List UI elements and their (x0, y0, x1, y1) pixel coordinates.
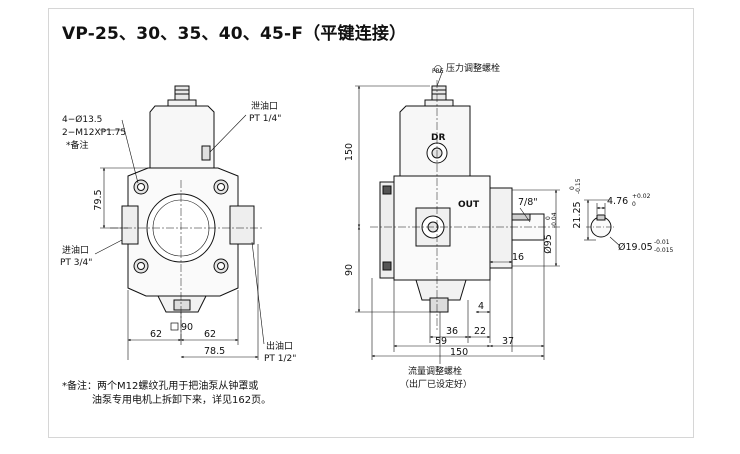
outlet-port-label: 出油口 (266, 340, 293, 352)
inlet-boss (121, 205, 139, 245)
dim-4-76-tol-upper: +0.02 (632, 193, 651, 200)
note-reference: *备注 (66, 139, 89, 151)
note-line-2: 油泵专用电机上拆卸下来，详见162页。 (92, 393, 271, 406)
dim-59: 59 (435, 336, 447, 347)
mounting-holes (133, 179, 229, 274)
key-slot (596, 214, 606, 221)
shaft-key (511, 213, 531, 221)
flow-adjust-screw (429, 297, 449, 313)
pressure-adjust-screw (431, 85, 447, 101)
dim-150-horizontal: 150 (450, 347, 468, 358)
holes-label: 4−Ø13.5 (62, 114, 102, 125)
dim-4: 4 (478, 301, 484, 312)
dim-95: Ø95 (543, 234, 554, 254)
front-view (110, 85, 262, 340)
dim-21-25-tol-upper: 0 (569, 186, 576, 190)
dim-square-90: 90 (181, 322, 193, 333)
dim-4-76: 4.76 (607, 196, 628, 207)
dim-19-05: Ø19.05 (618, 242, 653, 253)
drain-plug (201, 145, 211, 161)
dim-19-05-tol-lower: -0.015 (654, 247, 674, 254)
dim-36: 36 (446, 326, 458, 337)
dim-37: 37 (502, 336, 514, 347)
dim-21-25: 21.25 (572, 201, 583, 228)
flow-adjust-label: 流量调整螺栓 (408, 365, 462, 377)
front-bottom-screw (173, 299, 191, 311)
note-line-1: *备注：两个M12螺纹孔用于把油泵从钟罩或 (62, 379, 258, 392)
dim-4-76-tol-lower: 0 (632, 201, 636, 208)
dim-95-tol-lower: -0.04 (551, 212, 558, 228)
out-label: OUT (458, 200, 480, 210)
square-symbol (170, 322, 179, 331)
drain-thread-label: PT 1/4" (249, 114, 281, 124)
side-view (370, 80, 560, 330)
dim-16: 16 (512, 252, 524, 263)
factory-set-label: （出厂已设定好） (400, 378, 472, 390)
dim-78-5: 78.5 (204, 346, 225, 357)
thread-label: 2−M12XP1.75 (62, 128, 126, 138)
dim-7-8: 7/8" (518, 197, 538, 208)
drawing-title: VP-25、30、35、40、45-F（平键连接） (62, 24, 407, 44)
dim-19-05-tol-upper: -0.01 (654, 239, 670, 246)
pres-mark: PRE (432, 68, 444, 75)
dim-150-vertical: 150 (344, 143, 355, 161)
pressure-adjust-label: 压力调整螺栓 (446, 62, 500, 74)
dim-79-5: 79.5 (93, 189, 104, 210)
dim-95-tol-upper: 0 (545, 216, 552, 220)
inlet-thread-label: PT 3/4" (60, 258, 92, 268)
dim-22: 22 (474, 326, 486, 337)
dim-21-25-tol-lower: -0.15 (575, 178, 582, 194)
key-detail (586, 214, 616, 238)
outlet-thread-label: PT 1/2" (264, 354, 296, 364)
dim-62-left: 62 (150, 329, 162, 340)
outlet-boss (229, 205, 255, 245)
dim-90-vertical: 90 (344, 264, 355, 276)
drain-port-label: 泄油口 (251, 100, 278, 112)
inlet-port-label: 进油口 (62, 244, 89, 256)
pilot-housing (489, 187, 513, 269)
front-adjust-screw (174, 85, 190, 101)
dim-62-right: 62 (204, 329, 216, 340)
dr-label: DR (431, 133, 445, 143)
